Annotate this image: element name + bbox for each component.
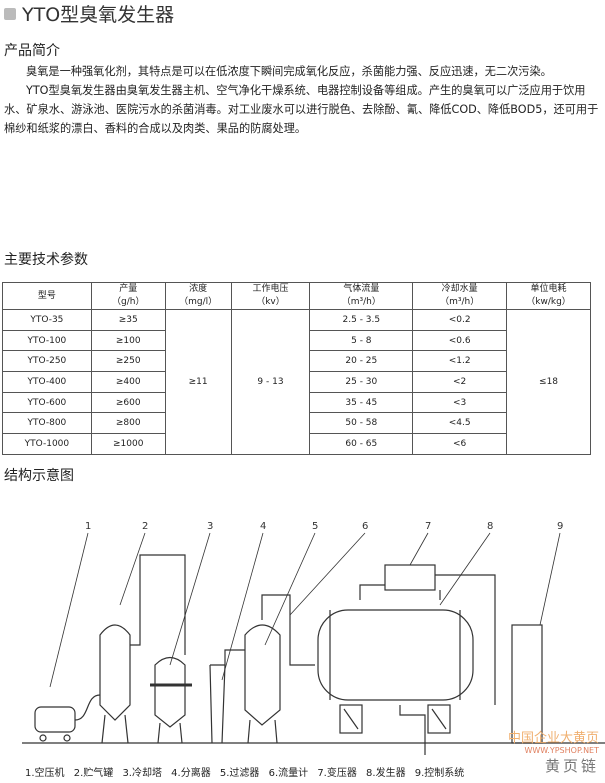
intro-text: 臭氧是一种强氧化剂，其特点是可以在低浓度下瞬间完成氧化反应，杀菌能力强、反应迅速… [4,62,600,138]
gas-flow-cell: 60 - 65 [309,433,414,455]
output-cell: ≥1000 [90,433,166,455]
concentration-cell: ≥11 [164,309,232,455]
cooling-water-cell: <4.5 [412,412,508,435]
diagram-heading: 结构示意图 [4,468,74,484]
header-label: 工作电压 [252,284,289,294]
title-square-icon [4,7,16,20]
watermark-line-1: 中国企业大黄页 [507,731,599,746]
header-unit: （g/h） [112,297,145,307]
output-cell: ≥400 [90,371,166,393]
table-row: YTO-1000≥1000 60 - 65<6 [2,433,591,455]
watermark-line-3: 黄页链 [544,757,599,775]
model-cell: YTO-400 [2,371,92,393]
cooling-water-cell: <6 [412,433,508,455]
output-cell: ≥600 [90,391,166,414]
cooling-water-cell: <3 [412,391,508,414]
structure-diagram: 1 2 3 4 5 6 7 8 9 [22,521,605,755]
header-label: 产量 [119,284,138,294]
diagram-legend: 1.空压机 2.贮气罐 3.冷却塔 4.分离器 5.过滤器 6.流量计 7.变压… [25,768,465,779]
output-cell: ≥800 [90,412,166,435]
column-header: 浓度 （mg/l） [164,282,232,310]
header-label: 气体流量 [343,284,380,294]
model-cell: YTO-1000 [2,433,92,455]
column-header: 工作电压 （kv） [230,282,311,310]
header-unit: （mg/l） [179,297,218,307]
specs-table: 型号 产量 （g/h） 浓度 （mg/l） 工作电压 （kv） 气体流量 （m³/h） 冷却水量 （… [2,282,591,455]
output-cell: ≥35 [90,309,166,331]
header-label: 型号 [37,290,56,301]
header-unit: （m³/h） [341,297,381,307]
intro-paragraph-2: YTO型臭氧发生器由臭氧发生器主机、空气净化干燥系统、电器控制设备等组成。产生的… [4,84,599,135]
table-row: YTO-800≥800 50 - 58<4.5 [2,412,591,435]
column-header: 产量 （g/h） [90,282,166,310]
column-header: 型号 [2,282,92,310]
component-number: 9 [557,521,563,532]
gas-flow-cell: 2.5 - 3.5 [309,309,414,331]
gas-flow-cell: 20 - 25 [309,350,414,373]
header-label: 浓度 [189,284,208,294]
page-title: YTO型臭氧发生器 [4,0,174,27]
header-label: 单位电耗 [530,284,567,294]
component-number: 8 [487,521,493,532]
component-number: 2 [142,521,148,532]
intro-paragraph-1: 臭氧是一种强氧化剂，其特点是可以在低浓度下瞬间完成氧化反应，杀菌能力强、反应迅速… [26,65,552,78]
header-label: 冷却水量 [441,284,478,294]
cooling-water-cell: <0.2 [412,309,508,331]
header-unit: （kw/kg） [526,297,571,307]
title-text: YTO型臭氧发生器 [22,4,175,26]
gas-flow-cell: 25 - 30 [309,371,414,393]
model-cell: YTO-250 [2,350,92,373]
column-header: 冷却水量 （m³/h） [412,282,508,310]
component-number: 5 [312,521,318,532]
table-row: YTO-400≥400 25 - 30<2 [2,371,591,393]
header-unit: （kv） [256,297,285,307]
header-unit: （m³/h） [440,297,480,307]
component-number: 3 [207,521,213,532]
table-row: YTO-100≥100 5 - 8<0.6 [2,329,591,352]
component-number: 6 [362,521,368,532]
gas-flow-cell: 5 - 8 [309,329,414,352]
component-number: 4 [260,521,266,532]
component-number: 1 [85,521,91,532]
watermark: 中国企业大黄页 WWW.YPSHOP.NET 黄页链 [508,727,599,776]
cooling-water-cell: <1.2 [412,350,508,373]
model-cell: YTO-35 [2,309,92,331]
voltage-cell: 9 - 13 [230,309,311,455]
power-consumption-cell: ≤18 [506,309,591,455]
gas-flow-cell: 50 - 58 [309,412,414,435]
model-cell: YTO-100 [2,329,92,352]
output-cell: ≥100 [90,329,166,352]
output-cell: ≥250 [90,350,166,373]
cooling-water-cell: <2 [412,371,508,393]
table-header-row: 型号 产量 （g/h） 浓度 （mg/l） 工作电压 （kv） 气体流量 （m³/h） 冷却水量 （… [2,282,591,310]
gas-flow-cell: 35 - 45 [309,391,414,414]
cooling-water-cell: <0.6 [412,329,508,352]
column-header: 单位电耗 （kw/kg） [506,282,591,310]
component-number: 7 [425,521,431,532]
specs-heading: 主要技术参数 [4,252,88,268]
column-header: 气体流量 （m³/h） [309,282,414,310]
watermark-line-2: WWW.YPSHOP.NET [524,746,599,755]
model-cell: YTO-600 [2,391,92,414]
intro-heading: 产品简介 [4,43,60,59]
model-cell: YTO-800 [2,412,92,435]
